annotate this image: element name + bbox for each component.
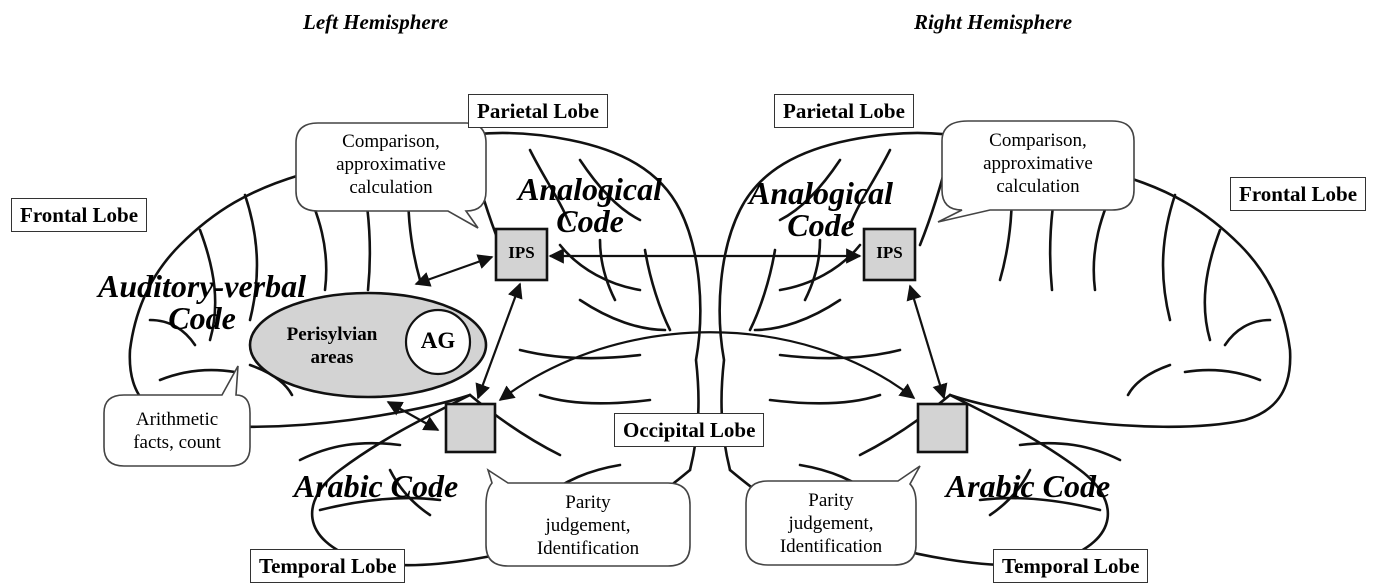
left-hemisphere-title: Left Hemisphere	[303, 10, 449, 34]
right-arabic-box	[916, 402, 969, 454]
right-temporal-lobe-label: Temporal Lobe	[993, 549, 1149, 583]
left-parietal-lobe-label: Parietal Lobe	[468, 94, 608, 128]
ag-circle	[404, 308, 472, 376]
perisylvian-line1: Perisylvian	[286, 324, 378, 345]
right-arabic-code-label: Arabic Code	[945, 468, 1111, 504]
left-ips-box	[494, 227, 549, 282]
perisylvian-label: Perisylvian areas	[262, 323, 402, 369]
auditory-line1: Auditory-verbal	[98, 268, 306, 304]
right-ips-label: IPS	[876, 243, 903, 262]
left-comparison-line2: approximative	[336, 154, 446, 175]
left-analogical-line1: Analogical	[517, 171, 662, 207]
left-comparison-line3: calculation	[349, 177, 433, 198]
perisylvian-line2: areas	[310, 347, 354, 368]
left-arabic-code-label: Arabic Code	[293, 468, 459, 504]
right-hemisphere-title: Right Hemisphere	[914, 10, 1073, 34]
arithmetic-line2: facts, count	[133, 432, 221, 453]
right-parietal-lobe-label: Parietal Lobe	[774, 94, 914, 128]
arrow-arabic-arabic	[498, 331, 916, 401]
arrow-perisylvian-leftarabic	[386, 401, 440, 431]
auditory-line2: Code	[168, 300, 236, 336]
occipital-lobe-label: Occipital Lobe	[614, 413, 765, 447]
bubble-left-parity	[485, 468, 691, 567]
bubble-right-comparison	[937, 120, 1135, 223]
left-arabic-box	[444, 402, 497, 454]
left-temporal-lobe-label: Temporal Lobe	[250, 549, 406, 583]
right-parity-line2: judgement,	[788, 513, 874, 534]
right-frontal-lobe-label: Frontal Lobe	[1230, 177, 1367, 211]
left-parity-line3: Identification	[536, 538, 640, 559]
bubble-left-comparison	[295, 122, 487, 229]
right-comparison-line1: Comparison,	[989, 130, 1087, 151]
left-parity-text: Parity judgement, Identification	[486, 491, 690, 560]
right-comparison-line2: approximative	[983, 153, 1093, 174]
left-analogical-line2: Code	[556, 203, 624, 239]
bubble-arithmetic	[103, 365, 251, 467]
right-analogical-line1: Analogical	[748, 175, 893, 211]
arrow-rightips-rightarabic	[906, 284, 948, 400]
right-analogical-code-label: Analogical Code	[736, 177, 906, 241]
right-comparison-text: Comparison, approximative calculation	[942, 129, 1134, 198]
bubble-right-parity	[745, 465, 921, 566]
left-parity-line2: judgement,	[545, 515, 631, 536]
right-analogical-line2: Code	[787, 207, 855, 243]
left-frontal-lobe-label: Frontal Lobe	[11, 198, 148, 232]
arithmetic-line1: Arithmetic	[135, 409, 219, 430]
arrow-leftips-leftarabic	[475, 282, 523, 400]
arithmetic-text: Arithmetic facts, count	[104, 408, 250, 454]
left-parity-line1: Parity	[565, 492, 611, 513]
right-comparison-line3: calculation	[996, 176, 1080, 197]
right-parity-line1: Parity	[808, 490, 854, 511]
ag-label: AG	[420, 328, 456, 353]
arrow-auditory-ips	[414, 254, 494, 287]
left-ips-label: IPS	[508, 243, 535, 262]
right-parity-text: Parity judgement, Identification	[746, 489, 916, 558]
left-comparison-text: Comparison, approximative calculation	[296, 130, 486, 199]
auditory-verbal-code-label: Auditory-verbal Code	[92, 270, 312, 334]
left-analogical-code-label: Analogical Code	[505, 173, 675, 237]
right-parity-line3: Identification	[779, 536, 883, 557]
left-comparison-line1: Comparison,	[342, 131, 440, 152]
right-ips-box	[862, 227, 917, 282]
